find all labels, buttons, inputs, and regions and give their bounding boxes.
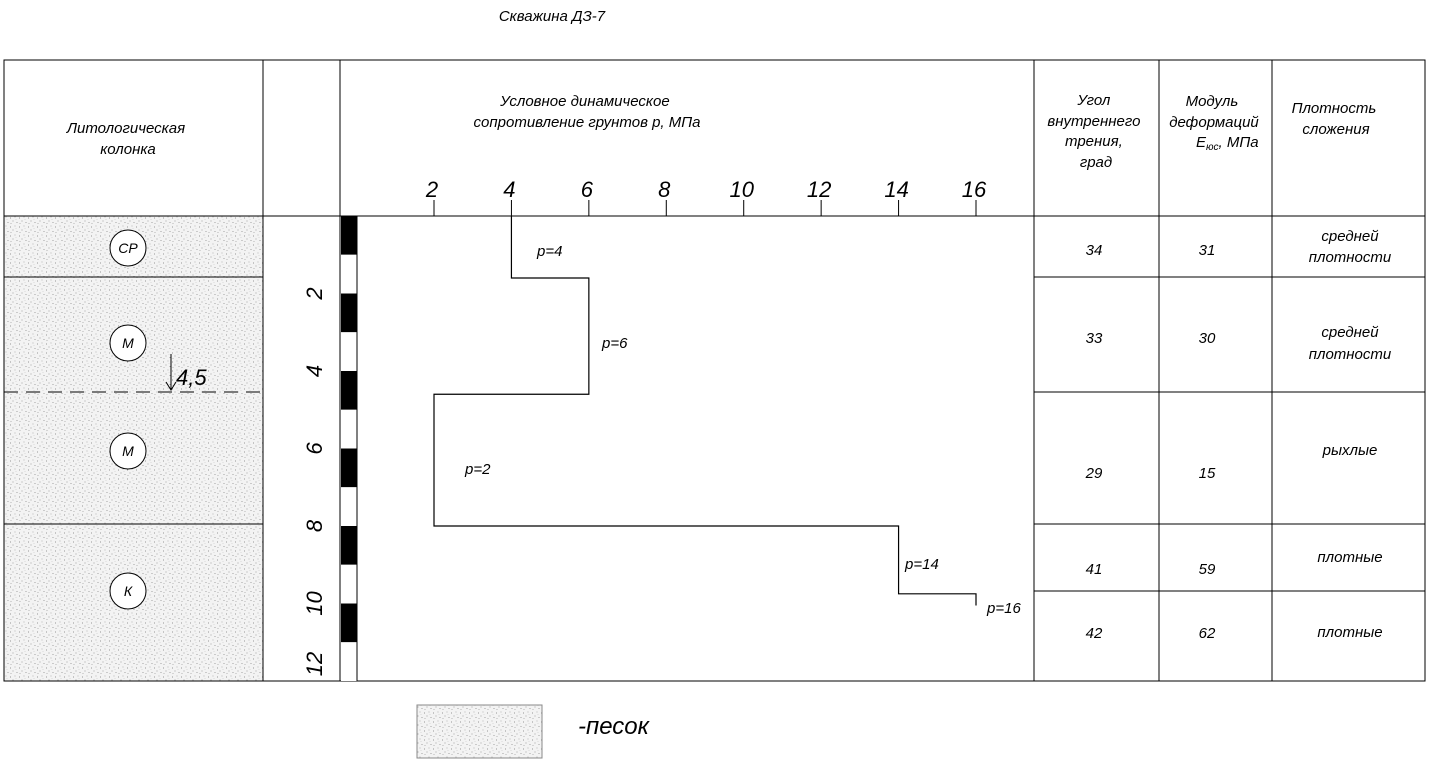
resistance-label: p=4	[536, 243, 562, 260]
header-density: Плотность сложения	[1292, 100, 1381, 138]
layer-code-circle	[109, 229, 147, 267]
modulus-value: 30	[1199, 330, 1216, 347]
layer-code-label: М	[122, 335, 134, 351]
resistance-labels: p=4 p=6 p=2 p=14 p=16	[464, 243, 1021, 617]
density-value: средней	[1321, 228, 1379, 245]
density-value: плотности	[1309, 346, 1392, 363]
scale-tick-label: 4	[503, 177, 515, 202]
density-value: плотные	[1317, 624, 1382, 641]
depth-bar-black	[341, 371, 357, 410]
depth-bar-white	[341, 254, 357, 294]
modulus-value: 62	[1199, 625, 1216, 642]
depth-bar-white	[341, 487, 357, 526]
layer-codes: СР М М К	[109, 229, 147, 610]
scale-ticks: 2 4 6 8 10 12 14 16	[425, 177, 987, 216]
depth-label: 4	[302, 365, 327, 377]
resistance-label: p=2	[464, 461, 491, 478]
layer-code-circle	[109, 324, 147, 362]
depth-bar-white	[341, 409, 357, 449]
header-modulus: Модуль деформаций	[1169, 93, 1259, 131]
resistance-label: p=6	[601, 335, 628, 352]
depth-bar-white	[341, 332, 357, 371]
friction-value: 42	[1086, 625, 1103, 642]
borehole-title: Скважина ДЗ-7	[499, 8, 606, 25]
depth-label: 10	[302, 591, 327, 616]
depth-labels: 2 4 6 8 10 12	[302, 287, 327, 676]
water-level-value: 4,5	[176, 365, 207, 390]
density-value: рыхлые	[1322, 442, 1378, 459]
depth-bar-black	[341, 216, 357, 255]
depth-label: 6	[302, 442, 327, 455]
depth-scale-bar	[341, 216, 358, 681]
layer-code-label: СР	[118, 240, 138, 256]
header-friction: Угол внутреннего трения, град	[1047, 92, 1144, 171]
friction-value: 29	[1085, 465, 1103, 482]
friction-value: 34	[1086, 242, 1103, 259]
depth-bar-black	[341, 526, 357, 565]
resistance-step-line	[433, 216, 977, 606]
scale-tick-label: 14	[884, 177, 908, 202]
layer-code-label: К	[124, 583, 133, 599]
water-level-arrow	[165, 354, 177, 391]
resistance-label: p=14	[904, 556, 939, 573]
density-value: плотные	[1317, 549, 1382, 566]
resistance-label: p=16	[986, 600, 1021, 617]
scale-tick-label: 12	[807, 177, 831, 202]
scale-tick-label: 16	[962, 177, 987, 202]
header-modulus-unit: Eюс, МПа	[1196, 134, 1259, 153]
friction-value: 41	[1086, 561, 1103, 578]
depth-bar-black	[341, 293, 357, 333]
legend-sand-label: -песок	[578, 713, 651, 740]
table-grid	[3, 59, 1426, 682]
scale-tick-label: 8	[658, 177, 671, 202]
table-values: 34 31 средней плотности 33 30 средней плотности…	[1085, 228, 1392, 642]
legend-sand-swatch	[416, 704, 543, 759]
depth-label: 12	[302, 652, 327, 676]
layer-code-label: М	[122, 443, 134, 459]
modulus-value: 31	[1199, 242, 1216, 259]
depth-bar-black	[341, 448, 357, 488]
layer-code-circle	[109, 432, 147, 470]
scale-tick-label: 10	[729, 177, 754, 202]
layer-code-circle	[109, 572, 147, 610]
modulus-value: 15	[1199, 465, 1216, 482]
depth-label: 8	[302, 519, 327, 532]
depth-bar-white	[341, 564, 357, 604]
depth-bar-white	[341, 642, 357, 681]
density-value: средней	[1321, 324, 1379, 341]
friction-value: 33	[1086, 330, 1103, 347]
header-resistance: Условное динамическое сопротивление грун…	[474, 93, 701, 131]
depth-label: 2	[302, 287, 327, 300]
depth-bar-black	[341, 603, 357, 643]
density-value: плотности	[1309, 249, 1392, 266]
scale-tick-label: 6	[581, 177, 594, 202]
modulus-value: 59	[1199, 561, 1216, 578]
scale-tick-label: 2	[425, 177, 438, 202]
header-litho: Литологическая колонка	[66, 120, 190, 158]
